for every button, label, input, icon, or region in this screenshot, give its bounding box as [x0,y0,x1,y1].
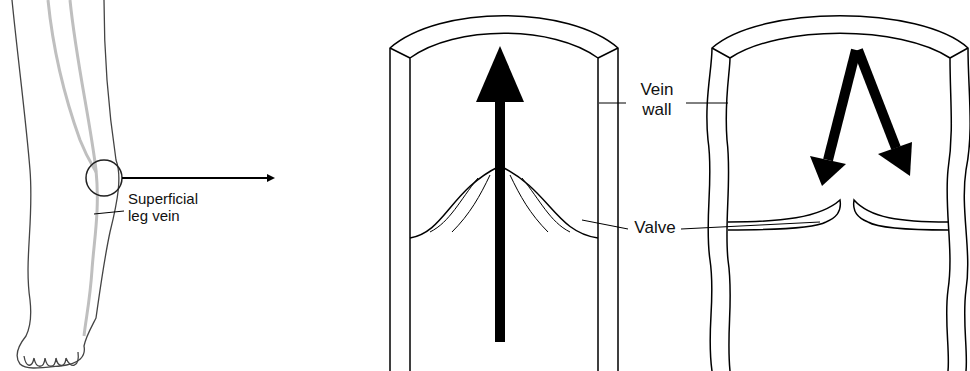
vein-section-open [390,16,618,371]
leader-line [94,211,124,214]
vein-section-closed [707,16,970,371]
zoom-arrow [122,177,272,179]
valve-label: Valve [630,218,680,238]
vein-wall-label: Vein wall [630,80,684,119]
vein-label: Superficial leg vein [128,190,220,225]
magnify-circle [86,160,122,196]
leader-lines [582,103,820,229]
leg-outline [12,0,119,368]
